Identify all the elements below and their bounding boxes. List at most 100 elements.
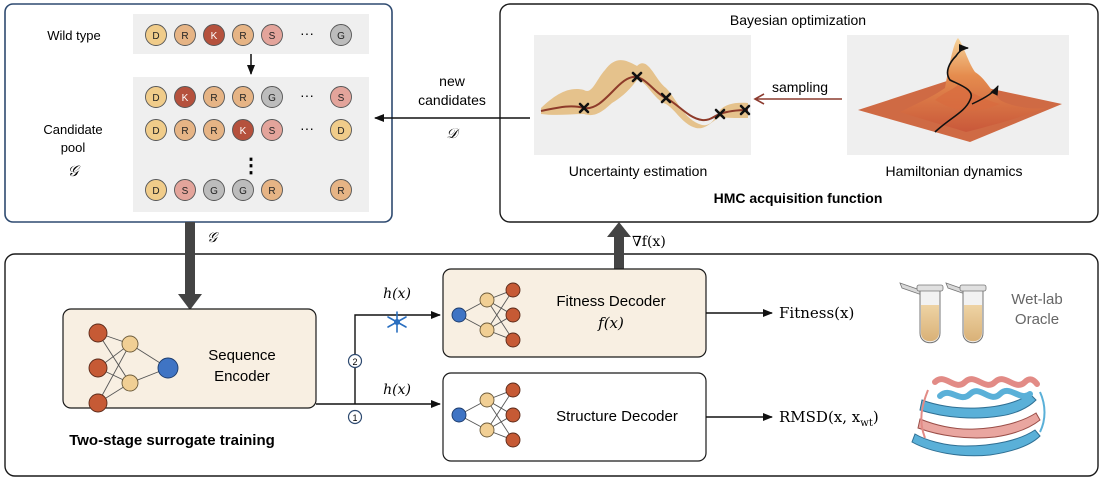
gradient-connector bbox=[614, 235, 624, 269]
structure-decoder-label: Structure Decoder bbox=[556, 408, 678, 425]
h-upper-label: h(x) bbox=[383, 286, 411, 302]
residue-d: D bbox=[145, 86, 167, 108]
new-candidates-line2: candidates bbox=[418, 92, 486, 108]
protein-structure-icon bbox=[911, 376, 1046, 457]
uncertainty-plot bbox=[540, 60, 751, 129]
residue-s: S bbox=[174, 179, 196, 201]
residue-circle bbox=[330, 179, 352, 201]
residue-last: R bbox=[330, 179, 352, 201]
h-lower-label: h(x) bbox=[383, 382, 411, 398]
residue-letter: D bbox=[152, 93, 159, 104]
hamiltonian-label: Hamiltonian dynamics bbox=[886, 163, 1023, 179]
residue-letter: S bbox=[269, 126, 276, 137]
residue-letter: D bbox=[337, 126, 344, 137]
residue-letter: G bbox=[239, 186, 247, 197]
fitness-decoder-label: Fitness Decoder bbox=[556, 293, 665, 310]
hamiltonian-landscape bbox=[858, 38, 1062, 142]
residue-r: R bbox=[203, 119, 225, 141]
residue-k: K bbox=[174, 86, 196, 108]
candidate-pool-symbol: 𝒢 bbox=[68, 162, 81, 180]
residue-letter: K bbox=[211, 31, 218, 42]
residue-letter: S bbox=[269, 31, 276, 42]
residue-circle bbox=[232, 179, 254, 201]
residue-letter: G bbox=[210, 186, 218, 197]
residue-circle bbox=[203, 86, 225, 108]
residue-circle bbox=[203, 24, 225, 46]
residue-circle bbox=[261, 119, 283, 141]
residue-r: R bbox=[232, 86, 254, 108]
residue-letter: R bbox=[268, 186, 275, 197]
step-2-label: 2 bbox=[352, 357, 357, 367]
residue-last: D bbox=[330, 119, 352, 141]
gradient-label: ∇f(x) bbox=[632, 234, 666, 250]
residue-letter: D bbox=[152, 186, 159, 197]
pool-to-encoder-connector bbox=[185, 222, 195, 295]
residue-letter: G bbox=[268, 93, 276, 104]
route-encoder-upper bbox=[354, 311, 441, 404]
residue-circle bbox=[203, 119, 225, 141]
new-candidates-symbol: 𝒟 bbox=[446, 126, 460, 142]
residue-d: D bbox=[145, 179, 167, 201]
residue-g: G bbox=[232, 179, 254, 201]
encoder-network-icon bbox=[88, 323, 179, 413]
residue-circle bbox=[261, 179, 283, 201]
wild-type-ellipsis: ··· bbox=[300, 25, 314, 41]
residue-d: D bbox=[145, 119, 167, 141]
sequence-encoder-box bbox=[62, 308, 317, 409]
residue-circle bbox=[174, 86, 196, 108]
new-candidates-line1: new bbox=[439, 73, 466, 89]
candidate-pool-label-line2: pool bbox=[61, 140, 86, 155]
step-2-badge bbox=[347, 353, 363, 369]
fitness-decoder-function: f(x) bbox=[597, 314, 624, 332]
training-label: Two-stage surrogate training bbox=[69, 432, 275, 449]
uncertainty-band bbox=[541, 60, 748, 129]
encoder-label-line1: Sequence bbox=[208, 347, 276, 364]
uncertainty-label: Uncertainty estimation bbox=[569, 163, 708, 179]
residue-circle bbox=[261, 86, 283, 108]
wetlab-label-line2: Oracle bbox=[1015, 311, 1059, 328]
residue-letter: R bbox=[239, 93, 246, 104]
residue-k: K bbox=[203, 24, 225, 46]
bayes-panel-title: Bayesian optimization bbox=[730, 12, 866, 28]
residue-g: G bbox=[261, 86, 283, 108]
fitness-network-icon bbox=[451, 282, 521, 348]
residue-last: S bbox=[330, 86, 352, 108]
row-ellipsis: ··· bbox=[300, 120, 314, 136]
pool-to-encoder-symbol: 𝒢 bbox=[207, 230, 219, 246]
snowflake-icon bbox=[387, 311, 407, 333]
structure-network-icon bbox=[451, 382, 521, 448]
fitness-decoder-box bbox=[442, 268, 707, 358]
pool-to-encoder-arrowhead bbox=[178, 294, 202, 310]
residue-letter: R bbox=[210, 93, 217, 104]
residue-letter: R bbox=[181, 126, 188, 137]
residue-circle bbox=[232, 24, 254, 46]
residue-letter: G bbox=[337, 31, 345, 42]
candidate-pool-label-line1: Candidate bbox=[43, 122, 102, 137]
step-1-label: 1 bbox=[352, 413, 357, 423]
residue-circle bbox=[330, 86, 352, 108]
fitness-output-label: Fitness(x) bbox=[779, 304, 854, 322]
residue-letter: R bbox=[210, 126, 217, 137]
residue-letter: S bbox=[182, 186, 189, 197]
residue-circle bbox=[232, 119, 254, 141]
residue-circle bbox=[174, 119, 196, 141]
residue-letter: K bbox=[182, 93, 189, 104]
residue-r: R bbox=[261, 179, 283, 201]
residue-circle bbox=[145, 86, 167, 108]
residue-circle bbox=[145, 179, 167, 201]
residue-circle bbox=[261, 24, 283, 46]
residue-circle bbox=[145, 119, 167, 141]
residue-circle bbox=[174, 24, 196, 46]
residue-letter: R bbox=[337, 186, 344, 197]
row-ellipsis: ··· bbox=[300, 87, 314, 103]
residue-s: S bbox=[261, 24, 283, 46]
residue-circle bbox=[203, 179, 225, 201]
residue-circle bbox=[330, 119, 352, 141]
residue-circle bbox=[145, 24, 167, 46]
acquisition-label: HMC acquisition function bbox=[714, 190, 883, 206]
gradient-arrowhead bbox=[607, 222, 631, 237]
